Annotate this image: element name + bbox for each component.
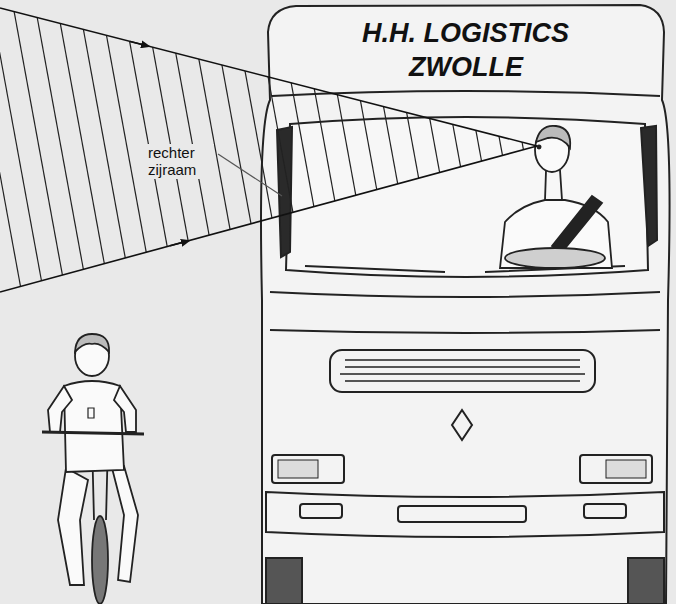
bumper: [266, 492, 664, 537]
hatch-line: [232, 0, 287, 300]
steering-wheel: [505, 248, 605, 268]
cab-outline: [261, 5, 670, 604]
cyclist: [42, 334, 144, 604]
body-line: [270, 292, 660, 297]
cyclist-leg: [112, 466, 138, 582]
sight-cone: [0, 0, 595, 300]
handlebar: [42, 432, 144, 434]
driver-eye: [537, 145, 540, 148]
truck-lettering: H.H. LOGISTICS: [362, 18, 569, 49]
headlight: [580, 455, 652, 483]
hatching: [0, 0, 595, 300]
driver: [500, 126, 612, 268]
wheel: [628, 558, 664, 604]
hatch-line: [0, 0, 23, 300]
body-line: [270, 330, 660, 333]
headlight: [272, 455, 344, 483]
headlight-inner: [278, 460, 318, 478]
wheel: [266, 558, 302, 604]
truck-cab: [261, 5, 670, 604]
driver-neck: [545, 170, 562, 200]
cyclist-arm: [114, 386, 136, 432]
headlight-inner: [606, 460, 646, 478]
bumper-opening: [398, 506, 526, 522]
sight-arrow: [170, 242, 186, 246]
seatbelt: [552, 196, 602, 252]
cyclist-leg: [58, 468, 88, 585]
driver-hair: [536, 126, 570, 148]
hatch-line: [12, 0, 67, 300]
hatch-line: [210, 0, 265, 300]
part-label: rechter zijraam: [146, 144, 214, 179]
hatch-line: [276, 0, 331, 300]
bumper-opening: [300, 504, 342, 518]
hatch-line: [0, 0, 45, 300]
right-pillar: [641, 126, 657, 246]
hatch-line: [78, 0, 133, 300]
hatch-line: [298, 0, 353, 300]
logo: [452, 410, 472, 440]
leader-line: [218, 154, 282, 196]
hatch-line: [34, 0, 89, 300]
sight-arrow: [130, 41, 146, 45]
truck-lettering: ZWOLLE: [409, 52, 523, 83]
grille-slots: [340, 360, 585, 381]
shirt-print: [88, 408, 94, 418]
bicycle-wheel: [92, 516, 108, 604]
cyclist-arm: [48, 386, 72, 432]
windshield: [286, 117, 648, 277]
cyclist-torso: [64, 381, 124, 472]
grille: [330, 350, 595, 392]
bumper-opening: [584, 504, 626, 518]
hatch-line: [0, 0, 1, 300]
sight-line: [0, 146, 537, 292]
cyclist-hair: [75, 334, 109, 352]
hatch-line: [254, 0, 309, 300]
hatch-line: [56, 0, 111, 300]
